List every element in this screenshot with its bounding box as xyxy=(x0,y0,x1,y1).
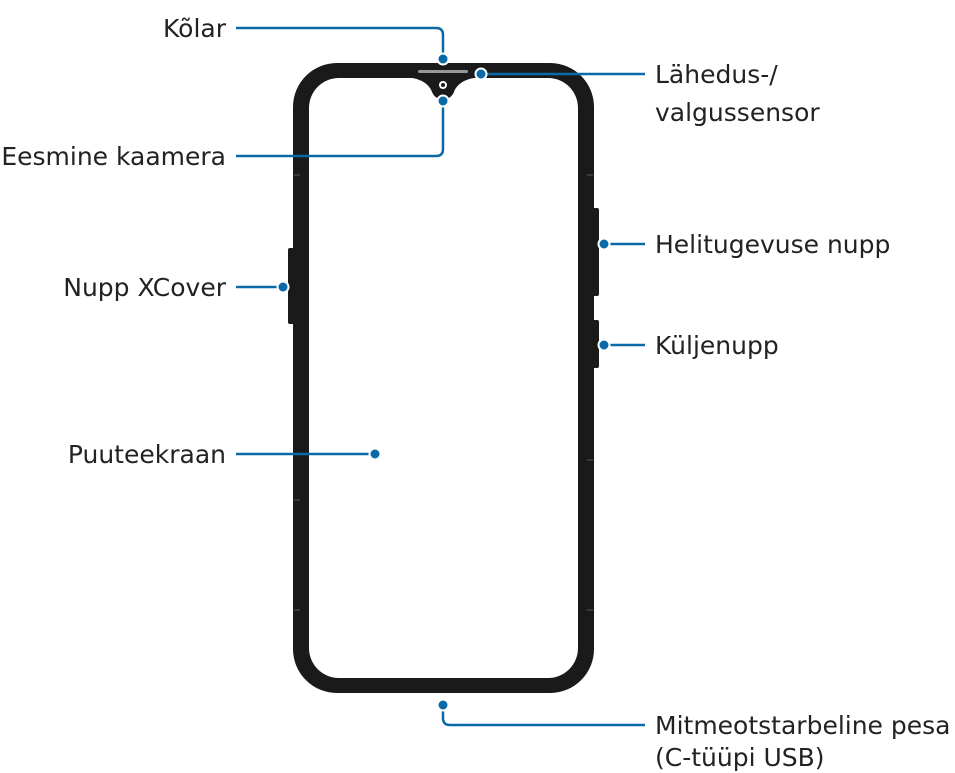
speaker-label: Kõlar xyxy=(163,14,227,43)
xcover-dot xyxy=(276,280,290,294)
touchscreen-dot xyxy=(368,447,382,461)
port-label-line1: Mitmeotstarbeline pesa xyxy=(655,711,950,740)
callout-lines xyxy=(236,26,645,727)
touchscreen-label: Puuteekraan xyxy=(68,440,226,469)
volume-key xyxy=(592,208,599,296)
proximity-label-line2: valgussensor xyxy=(655,98,820,127)
frame-segment-marks xyxy=(294,174,593,611)
speaker-callout-line xyxy=(236,26,445,58)
proximity-dot xyxy=(474,67,488,81)
side-key-label: Küljenupp xyxy=(655,331,779,360)
volume-key-label: Helitugevuse nupp xyxy=(655,230,890,259)
earpiece-slit xyxy=(418,70,468,73)
xcover-key xyxy=(288,248,295,324)
proximity-label-line1: Lähedus-/ xyxy=(655,60,778,89)
port-label-line2: (C-tüüpi USB) xyxy=(655,743,825,772)
volume-dot xyxy=(597,237,611,251)
xcover-label: Nupp XCover xyxy=(63,273,226,302)
front-camera-dot xyxy=(436,94,450,108)
front-camera-lens-inner xyxy=(441,83,445,87)
speaker-dot xyxy=(436,52,450,66)
side-key-dot xyxy=(597,338,611,352)
phone-device xyxy=(288,63,599,693)
side-key xyxy=(592,320,599,368)
port-callout-line xyxy=(441,705,645,727)
touchscreen-area xyxy=(309,78,578,678)
labels: Kõlar Eesmine kaamera Nupp XCover Puutee… xyxy=(1,14,950,772)
port-dot xyxy=(436,698,450,712)
front-camera-label: Eesmine kaamera xyxy=(1,142,226,171)
callout-dots xyxy=(276,52,611,712)
front-camera-callout-line xyxy=(236,102,445,158)
